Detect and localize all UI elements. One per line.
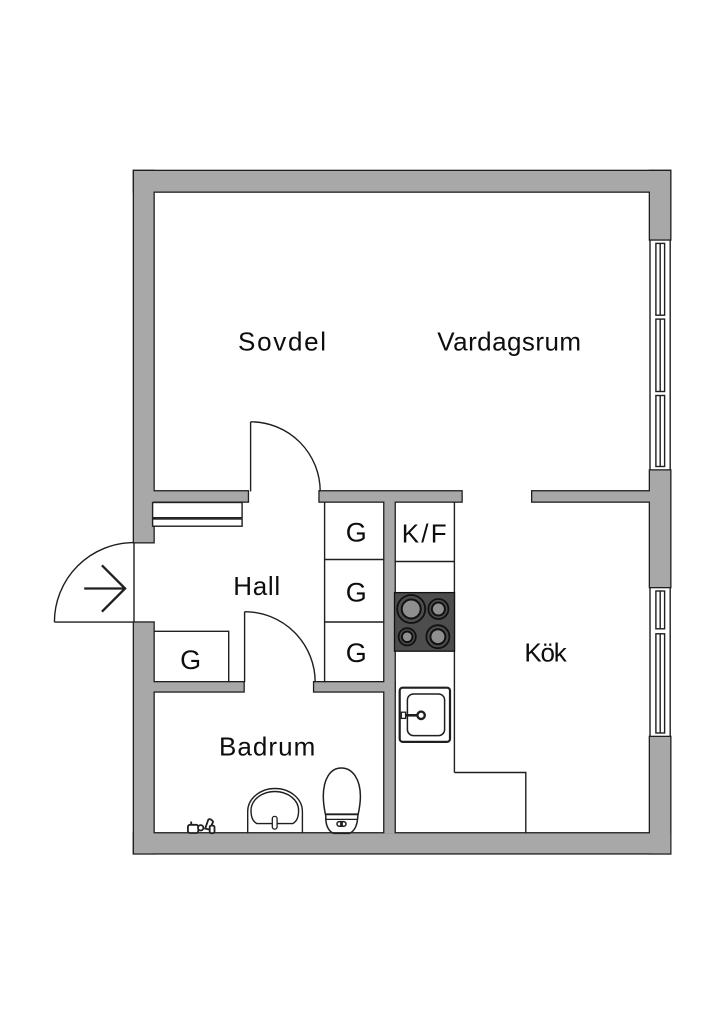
svg-text:K/F: K/F — [402, 519, 449, 549]
svg-text:Kök: Kök — [524, 637, 567, 667]
svg-text:Vardagsrum: Vardagsrum — [437, 327, 581, 357]
svg-text:G: G — [346, 638, 367, 668]
svg-text:G: G — [180, 645, 201, 675]
svg-text:G: G — [346, 577, 367, 607]
svg-text:Hall: Hall — [233, 571, 281, 601]
svg-text:G: G — [346, 518, 367, 548]
svg-text:Badrum: Badrum — [219, 732, 316, 762]
svg-text:Sovdel: Sovdel — [238, 326, 328, 356]
